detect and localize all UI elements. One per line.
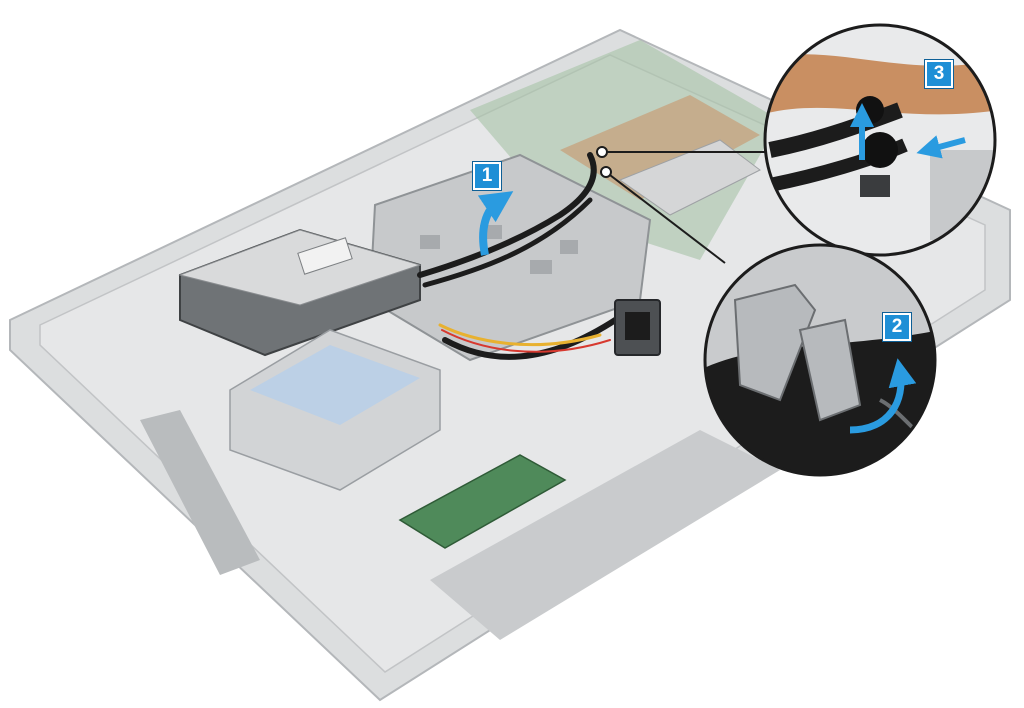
power-connector [614, 299, 661, 356]
push-arrow-icon [916, 135, 966, 159]
io-board [398, 454, 567, 549]
step-badge-2: 2 [883, 313, 911, 341]
hard-drive [229, 329, 441, 491]
step-badge-1: 1 [473, 162, 501, 190]
power-cable-harness [417, 152, 633, 360]
chassis-back-plate [9, 28, 1011, 702]
lift-arrow-icon [477, 191, 514, 256]
power-supply-unit [178, 228, 422, 357]
rotate-arrow-icon [849, 358, 917, 434]
zoom-callout-2 [703, 243, 937, 477]
step-badge-3: 3 [925, 60, 953, 88]
callout-leader-lines [596, 146, 770, 264]
